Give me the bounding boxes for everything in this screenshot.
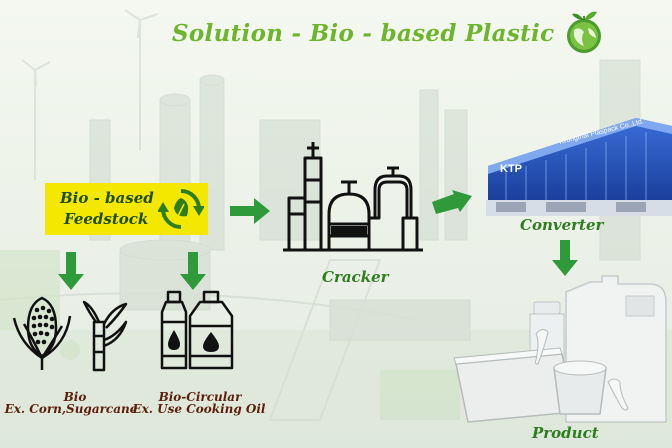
bio-circular-label: Bio-Circular <box>158 390 242 404</box>
factory-brand: KTP <box>500 163 522 175</box>
arrow-right-cracker-to-converter <box>432 190 472 214</box>
sugarcane-icon <box>82 300 128 372</box>
feedstock-line2: Feedstock <box>64 210 149 228</box>
feedstock-line1: Bio - based <box>60 189 154 207</box>
converter-label: Converter <box>520 216 604 234</box>
oil-bottles-icon <box>160 290 234 370</box>
feedstock-label: Bio - based Feedstock <box>60 188 154 230</box>
recycle-leaf-icon <box>158 189 204 229</box>
arrow-right-feed-to-cracker <box>230 198 270 224</box>
arrow-down-to-bio <box>58 252 84 290</box>
bio-example: Ex. Corn,Sugarcane <box>4 402 138 416</box>
cracker-label: Cracker <box>322 268 389 286</box>
cracker-plant-icon <box>283 142 423 252</box>
arrow-down-to-bio-circular <box>180 252 206 290</box>
corn-icon <box>12 296 72 370</box>
plastic-containers-image <box>453 275 667 423</box>
bio-circular-example: Ex. Use Cooking Oil <box>132 402 266 416</box>
globe-leaf-icon <box>567 11 601 53</box>
bio-line1: Bio <box>63 390 87 404</box>
page-title: Solution - Bio - based Plastic <box>172 20 555 47</box>
product-label: Product <box>532 424 599 442</box>
bio-label: Bio <box>30 390 120 404</box>
factory-image: KTP Krungthai Plaspack Co.,Ltd. <box>486 118 672 216</box>
arrow-down-to-product <box>552 240 578 276</box>
